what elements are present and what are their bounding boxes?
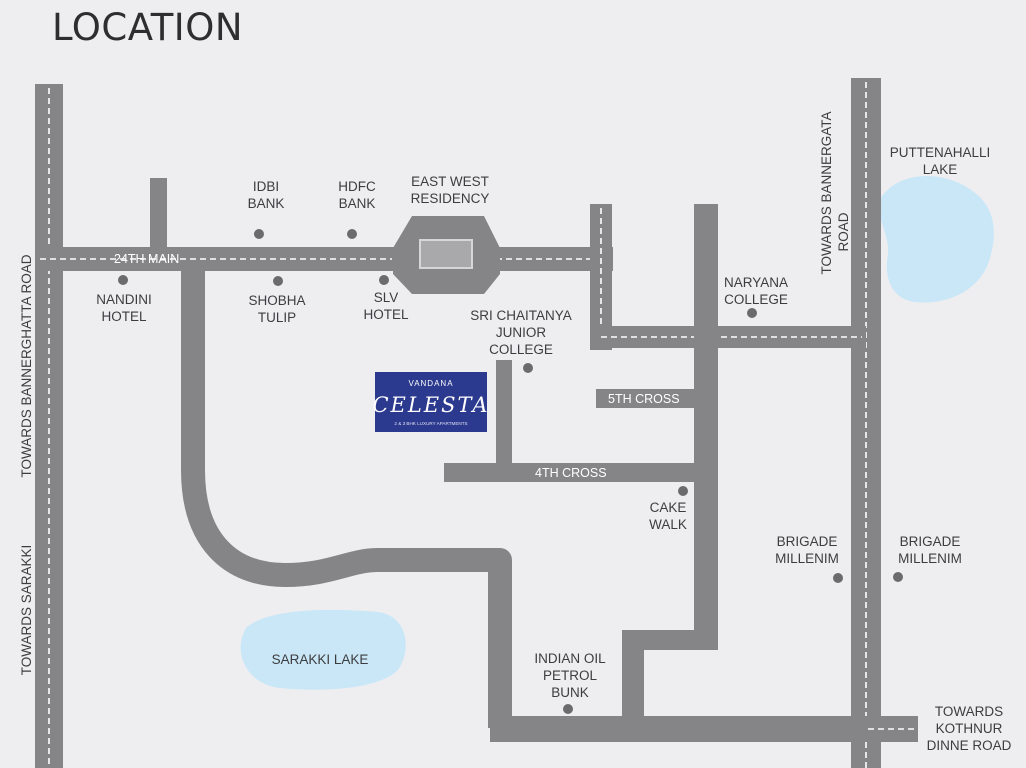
svg-text:JUNIOR: JUNIOR — [496, 325, 547, 340]
svg-text:BANK: BANK — [339, 196, 376, 211]
svg-text:COLLEGE: COLLEGE — [724, 292, 788, 307]
road-petrol-connector — [622, 630, 718, 730]
svg-text:BRIGADE: BRIGADE — [900, 534, 961, 549]
svg-text:HOTEL: HOTEL — [101, 309, 147, 324]
landmark-brigade-millenim-left: BRIGADE MILLENIM — [775, 534, 843, 583]
svg-text:MILLENIM: MILLENIM — [898, 551, 962, 566]
svg-text:PETROL: PETROL — [543, 668, 598, 683]
svg-text:KOTHNUR: KOTHNUR — [936, 721, 1003, 736]
landmark-slv-hotel: SLV HOTEL — [363, 275, 409, 322]
landmark-idbi-bank: IDBI BANK — [248, 179, 285, 239]
svg-text:BUNK: BUNK — [551, 685, 589, 700]
landmark-naryana-college: NARYANA COLLEGE — [724, 275, 788, 318]
logo-name: CELESTA — [372, 393, 489, 417]
landmark-hdfc-bank: HDFC BANK — [338, 179, 376, 239]
road-naryana — [590, 326, 866, 348]
landmark-east-west-residency: EAST WEST RESIDENCY — [411, 174, 490, 206]
svg-text:MILLENIM: MILLENIM — [775, 551, 839, 566]
svg-text:SRI CHAITANYA: SRI CHAITANYA — [470, 308, 572, 323]
road-5th-cross — [596, 389, 706, 408]
svg-text:DINNE ROAD: DINNE ROAD — [927, 738, 1012, 753]
svg-text:INDIAN OIL: INDIAN OIL — [534, 651, 606, 666]
landmark-indian-oil: INDIAN OIL PETROL BUNK — [534, 651, 606, 714]
landmark-cake-walk: CAKE WALK — [649, 486, 688, 532]
label-24th-main: 24TH MAIN — [114, 252, 179, 266]
svg-text:LAKE: LAKE — [923, 162, 958, 177]
vandana-celesta-logo: VANDANA CELESTA 2 & 3 BHK LUXURY APARTME… — [372, 372, 489, 432]
svg-text:SHOBHA: SHOBHA — [248, 293, 305, 308]
svg-text:EAST WEST: EAST WEST — [411, 174, 489, 189]
svg-text:PUTTENAHALLI: PUTTENAHALLI — [890, 145, 991, 160]
label-towards-bannergata-2: ROAD — [836, 212, 851, 251]
label-towards-bannerghatta: TOWARDS BANNERGHATTA ROAD — [19, 254, 34, 477]
sarakki-lake — [240, 609, 406, 690]
label-towards-bannergata-1: TOWARDS BANNERGATA — [819, 111, 834, 274]
svg-text:HOTEL: HOTEL — [363, 307, 409, 322]
svg-text:COLLEGE: COLLEGE — [489, 342, 553, 357]
road-bannerghatta — [35, 84, 63, 768]
road-kothnur — [490, 716, 918, 742]
logo-background — [375, 372, 487, 432]
road-network — [35, 78, 918, 768]
svg-text:NANDINI: NANDINI — [96, 292, 152, 307]
landmark-sarakki-lake: SARAKKI LAKE — [272, 652, 369, 667]
svg-text:SARAKKI LAKE: SARAKKI LAKE — [272, 652, 369, 667]
landmark-shobha-tulip: SHOBHA TULIP — [248, 276, 306, 325]
road-chaitanya-stub — [496, 360, 512, 468]
svg-text:NARYANA: NARYANA — [724, 275, 788, 290]
svg-text:BRIGADE: BRIGADE — [777, 534, 838, 549]
road-curved — [181, 262, 512, 728]
svg-text:CAKE: CAKE — [650, 500, 687, 515]
svg-text:IDBI: IDBI — [253, 179, 279, 194]
road-vertical-east — [590, 204, 612, 350]
label-4th-cross: 4TH CROSS — [535, 466, 607, 480]
svg-text:SLV: SLV — [374, 290, 399, 305]
road-stub-idbi — [150, 178, 167, 250]
label-towards-kothnur: TOWARDS KOTHNUR DINNE ROAD — [927, 704, 1012, 753]
east-west-residency-building — [419, 239, 473, 269]
svg-text:TULIP: TULIP — [258, 310, 296, 325]
road-middle-vertical — [694, 204, 718, 640]
label-towards-sarakki: TOWARDS SARAKKI — [19, 545, 34, 676]
svg-text:RESIDENCY: RESIDENCY — [411, 191, 490, 206]
svg-text:BANK: BANK — [248, 196, 285, 211]
svg-text:WALK: WALK — [649, 517, 687, 532]
landmark-sri-chaitanya: SRI CHAITANYA JUNIOR COLLEGE — [470, 308, 572, 373]
svg-text:TOWARDS: TOWARDS — [935, 704, 1003, 719]
label-5th-cross: 5TH CROSS — [608, 392, 680, 406]
landmark-brigade-millenim-right: BRIGADE MILLENIM — [893, 534, 962, 582]
landmark-puttenahalli-lake: PUTTENAHALLI LAKE — [890, 145, 991, 177]
logo-tagline: 2 & 3 BHK LUXURY APARTMENTS — [394, 421, 467, 426]
puttenahalli-lake — [878, 176, 994, 303]
svg-text:HDFC: HDFC — [338, 179, 376, 194]
landmark-nandini-hotel: NANDINI HOTEL — [96, 275, 152, 324]
map-title: LOCATION — [52, 6, 243, 49]
logo-top: VANDANA — [408, 379, 453, 388]
